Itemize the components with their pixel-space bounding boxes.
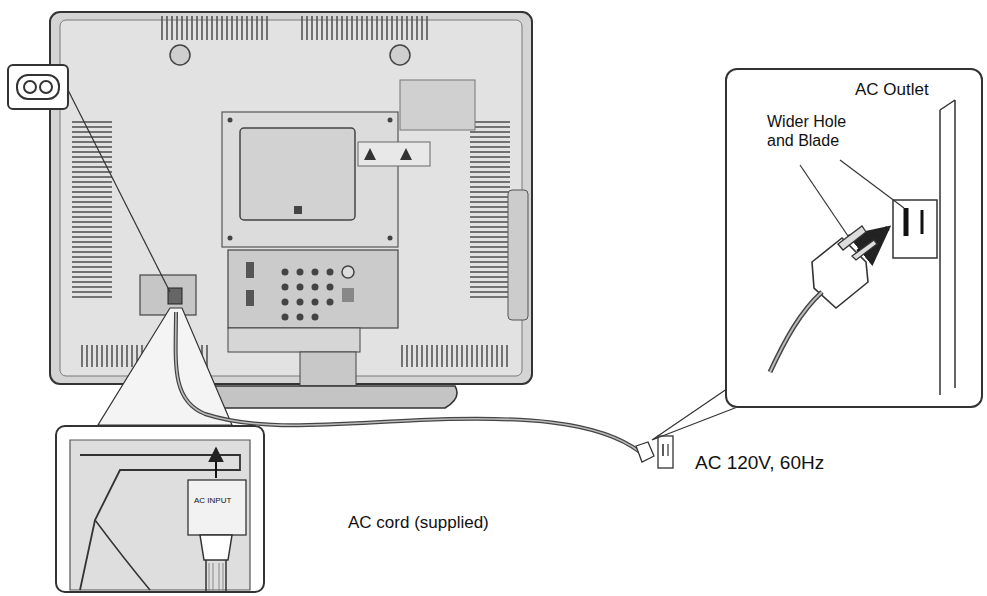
wide-hole — [904, 208, 909, 236]
inlet-label: AC INPUT — [194, 496, 249, 506]
outlet-label: AC Outlet — [855, 80, 975, 100]
inlet-pin — [40, 81, 52, 93]
inset-background — [55, 425, 265, 593]
inlet-symbol — [17, 75, 59, 99]
plug-grip — [209, 563, 223, 593]
outlet-slot — [667, 444, 668, 456]
port — [342, 288, 354, 302]
plug-cord-highlight — [770, 292, 822, 372]
outlet-face — [893, 200, 937, 258]
antenna-jack — [342, 266, 354, 278]
warning-label — [358, 142, 430, 166]
cord-label: AC cord (supplied) — [348, 513, 489, 533]
screw — [388, 118, 393, 123]
narrow-hole — [921, 210, 924, 234]
top-vent — [160, 16, 270, 40]
tv-back-shell — [50, 12, 532, 384]
plug-small — [636, 442, 654, 462]
inlet-pin — [24, 81, 36, 93]
tv-back-panel — [60, 20, 522, 376]
terminal-panel — [228, 250, 398, 328]
mount-boss — [170, 45, 190, 65]
screw — [228, 236, 233, 241]
bottom-vent — [400, 345, 510, 367]
lower-panel — [228, 328, 360, 352]
wall-outlet-small — [658, 436, 673, 468]
blade-label: Wider Hole and Blade — [767, 112, 867, 150]
callout-box: AC OutletWider Hole and Blade — [725, 68, 983, 408]
power-spec: AC 120V, 60Hz — [695, 452, 824, 475]
hdmi-port — [246, 290, 254, 306]
wall-edge — [940, 100, 955, 395]
cover-screw — [294, 206, 302, 214]
side-vent — [470, 120, 510, 300]
hdmi-port — [246, 262, 254, 278]
screw — [228, 118, 233, 123]
plug-body — [812, 238, 868, 308]
leader-line — [840, 160, 904, 208]
inlet-housing — [140, 275, 196, 315]
side-controls — [508, 190, 528, 320]
leader-line — [800, 165, 848, 236]
outlet-slot — [662, 444, 664, 456]
stand-base — [199, 386, 457, 408]
callout-background — [725, 68, 983, 408]
ac-inlet — [168, 288, 182, 304]
side-vent — [72, 120, 112, 300]
access-cover — [240, 128, 355, 220]
plug-wide-blade — [838, 226, 866, 250]
inset-box: AC INPUT — [55, 425, 265, 593]
inlet-plug-cord — [206, 560, 226, 593]
insert-arrow — [215, 448, 217, 478]
inlet-plug — [200, 535, 232, 560]
rating-label — [400, 80, 475, 130]
inset-contour — [95, 520, 150, 590]
screw — [388, 236, 393, 241]
inlet-symbol-box — [8, 65, 68, 109]
plug-blade — [852, 240, 877, 260]
top-vent — [300, 16, 430, 40]
av-jacks — [282, 269, 334, 321]
plug-cord — [770, 292, 822, 372]
warning-symbol — [364, 148, 412, 160]
leader-line — [68, 90, 170, 292]
wall-mount-plate — [222, 112, 398, 247]
ac-input-label-plate — [188, 480, 246, 535]
zoom-wedge — [98, 308, 232, 425]
mount-boss — [390, 45, 410, 65]
stand-neck — [300, 352, 356, 386]
